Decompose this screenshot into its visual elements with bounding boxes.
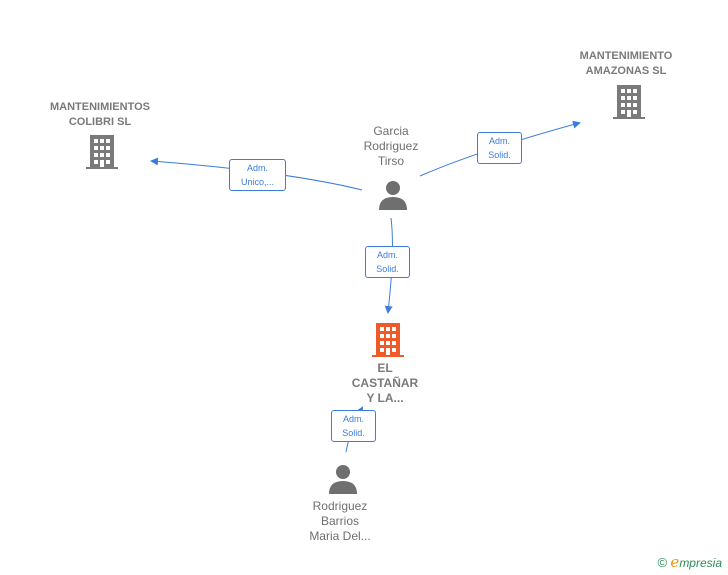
person-icon[interactable] xyxy=(328,464,358,494)
edge-label-to-colibri[interactable]: Adm. Unico,... xyxy=(229,159,286,191)
label-line: MANTENIMIENTOS xyxy=(49,101,151,113)
edge-label-line: Solid. xyxy=(488,150,511,160)
edge-label-line: Unico,... xyxy=(240,177,274,187)
person-label-garcia[interactable]: Garcia Rodriguez Tirso xyxy=(341,124,441,169)
label-line: AMAZONAS SL xyxy=(585,65,667,77)
label-line: EL xyxy=(377,361,393,375)
company-label-amazonas[interactable]: MANTENIMIENTO AMAZONAS SL xyxy=(556,49,696,79)
person-icon[interactable] xyxy=(378,180,408,210)
brand-e: e xyxy=(670,553,680,571)
brand-name: mpresia xyxy=(679,556,722,570)
company-label-castanar[interactable]: EL CASTAÑAR Y LA... xyxy=(335,361,435,406)
edge-label-line: Adm. xyxy=(246,163,268,173)
copyright-icon: © xyxy=(657,555,668,570)
building-icon[interactable] xyxy=(372,323,404,357)
edge-label-line: Adm. xyxy=(376,250,398,260)
empresia-logo: © empresia xyxy=(657,553,722,571)
label-line: Maria Del... xyxy=(309,529,371,543)
edge-label-line: Adm. xyxy=(342,414,364,424)
label-line: Tirso xyxy=(377,154,405,168)
edge-label-rodriguez-to-castanar[interactable]: Adm. Solid. xyxy=(331,410,376,442)
label-line: Y LA... xyxy=(366,391,404,405)
label-line: Barrios xyxy=(320,514,359,528)
edge-label-line: Solid. xyxy=(376,264,399,274)
company-label-colibri[interactable]: MANTENIMIENTOS COLIBRI SL xyxy=(30,100,170,130)
label-line: Rodriguez xyxy=(312,499,368,513)
edge-label-to-castanar[interactable]: Adm. Solid. xyxy=(365,246,410,278)
person-label-rodriguez[interactable]: Rodriguez Barrios Maria Del... xyxy=(290,499,390,544)
label-line: CASTAÑAR xyxy=(351,376,419,390)
edge-label-line: Solid. xyxy=(342,428,365,438)
edge-label-to-amazonas[interactable]: Adm. Solid. xyxy=(477,132,522,164)
building-icon[interactable] xyxy=(613,85,645,119)
edge-label-line: Adm. xyxy=(488,136,510,146)
label-line: Garcia xyxy=(373,124,409,138)
building-icon[interactable] xyxy=(86,135,118,169)
label-line: COLIBRI SL xyxy=(68,116,132,128)
label-line: MANTENIMIENTO xyxy=(579,50,673,62)
label-line: Rodriguez xyxy=(363,139,419,153)
